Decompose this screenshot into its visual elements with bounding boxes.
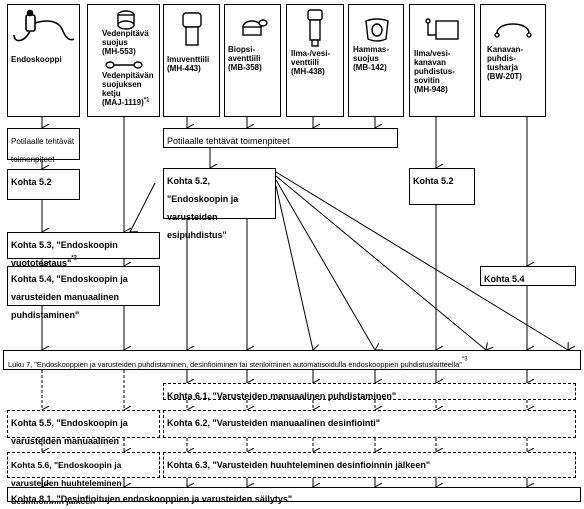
step-chapter-7-automated: Luku 7, "Endoskooppien ja varusteiden pu… xyxy=(3,350,581,370)
step-5-2-precleaning: Kohta 5.2, "Endoskoopin ja varusteiden e… xyxy=(163,168,276,240)
step-8-1-storage: Kohta 8.1, "Desinfioitujen endoskooppien… xyxy=(7,487,581,504)
step-text: Kohta 5.2 xyxy=(11,177,52,187)
step-text: Kohta 6.3, "Varusteiden huuhteleminen de… xyxy=(167,460,431,470)
step-6-1-accessory-manual-cleaning: Kohta 6.1, "Varusteiden manuaalinen puhd… xyxy=(163,383,576,401)
item-name: Endoskooppi xyxy=(11,55,62,64)
item-waterproof-cap: Vedenpitävä suojus(MH-553) Vedenpitävän … xyxy=(87,4,160,117)
item-name: Hammas-suojus(MB-142) xyxy=(353,45,390,72)
step-text: Kohta 6.2, "Varusteiden manuaalinen desi… xyxy=(167,418,381,428)
step-5-3-leak-test: Kohta 5.3, "Endoskoopin vuototestaus"*2 xyxy=(7,232,160,268)
chain-icon xyxy=(105,61,143,69)
connector xyxy=(275,171,568,350)
item-mouthpiece: Hammas-suojus(MB-142) xyxy=(348,4,404,117)
item-air-water-valve: Ilma-/vesi-venttiili(MH-438) xyxy=(286,4,344,117)
air-water-valve-icon xyxy=(307,9,323,47)
step-text: Kohta 5.4 xyxy=(484,274,525,284)
step-6-3-accessory-rinsing: Kohta 6.3, "Varusteiden huuhteleminen de… xyxy=(163,452,576,478)
item-sub-name: Vedenpitävän suojuksen ketju(MAJ-1119)*1 xyxy=(102,71,154,107)
note-marker: *2 xyxy=(71,255,77,262)
step-patient-procedures-endoscope: Potilaalle tehtävät toimenpiteet xyxy=(7,128,80,164)
cleaning-brush-icon xyxy=(494,23,532,38)
step-6-2-accessory-disinfection: Kohta 6.2, "Varusteiden manuaalinen desi… xyxy=(163,410,576,438)
step-text: Kohta 6.1, "Varusteiden manuaalinen puhd… xyxy=(167,391,397,401)
step-text: Kohta 8.1, "Desinfioitujen endoskooppien… xyxy=(11,494,293,504)
item-name: Ilma-/vesi-venttiili(MH-438) xyxy=(291,49,331,76)
item-name: Vedenpitävä suojus(MH-553) xyxy=(102,29,149,56)
connector xyxy=(130,182,156,232)
connector xyxy=(275,175,486,350)
waterproof-cap-icon xyxy=(117,10,135,30)
step-5-5-manual-disinfection: Kohta 5.5, "Endoskoopin ja varusteiden m… xyxy=(7,410,160,464)
step-text: Kohta 5.2 xyxy=(413,176,454,186)
step-text: Kohta 5.3, "Endoskoopin vuototestaus" xyxy=(11,240,118,268)
step-5-2-endoscope: Kohta 5.2 xyxy=(7,169,80,200)
biopsy-valve-icon xyxy=(242,19,268,36)
item-endoscope: Endoskooppi xyxy=(7,4,80,117)
step-5-4-manual-cleaning: Kohta 5.4, "Endoskoopin ja varusteiden m… xyxy=(7,266,160,320)
endoscope-icon xyxy=(13,9,75,42)
step-text: Luku 7, "Endoskooppien ja varusteiden pu… xyxy=(8,360,462,369)
connector xyxy=(275,185,313,350)
connector xyxy=(275,179,375,350)
step-5-6-rinsing: Kohta 5.6, "Endoskoopin ja varusteiden h… xyxy=(7,452,160,506)
note-marker: *3 xyxy=(461,356,468,363)
step-text: Potilaalle tehtävät toimenpiteet xyxy=(11,137,75,164)
step-5-4-brush: Kohta 5.4 xyxy=(480,266,576,286)
suction-valve-icon xyxy=(182,12,202,46)
item-name: Biopsi-aventtiili(MB-358) xyxy=(228,45,262,72)
cleaning-adapter-icon xyxy=(425,18,459,40)
item-biopsy-valve: Biopsi-aventtiili(MB-358) xyxy=(224,4,281,117)
step-text: Potilaalle tehtävät toimenpiteet xyxy=(167,136,290,146)
mouthpiece-icon xyxy=(365,18,389,42)
step-text: Kohta 5.4, "Endoskoopin ja varusteiden m… xyxy=(11,274,128,320)
item-name: Ilma/vesi-kanavan puhdistus-sovitin(MH-9… xyxy=(414,49,455,94)
item-suction-valve: Imuventtiili(MH-443) xyxy=(163,4,220,117)
item-cleaning-adapter: Ilma/vesi-kanavan puhdistus-sovitin(MH-9… xyxy=(409,4,475,117)
step-text: Kohta 5.2, "Endoskoopin ja varusteiden e… xyxy=(167,176,239,240)
step-5-2-adapter: Kohta 5.2 xyxy=(409,168,475,205)
item-cleaning-brush: Kanavan-puhdis-tusharja(BW-20T) xyxy=(480,4,546,117)
item-name: Imuventtiili(MH-443) xyxy=(167,55,210,73)
step-patient-procedures-accessories: Potilaalle tehtävät toimenpiteet xyxy=(163,128,398,148)
item-name: Kanavan-puhdis-tusharja(BW-20T) xyxy=(487,45,524,81)
